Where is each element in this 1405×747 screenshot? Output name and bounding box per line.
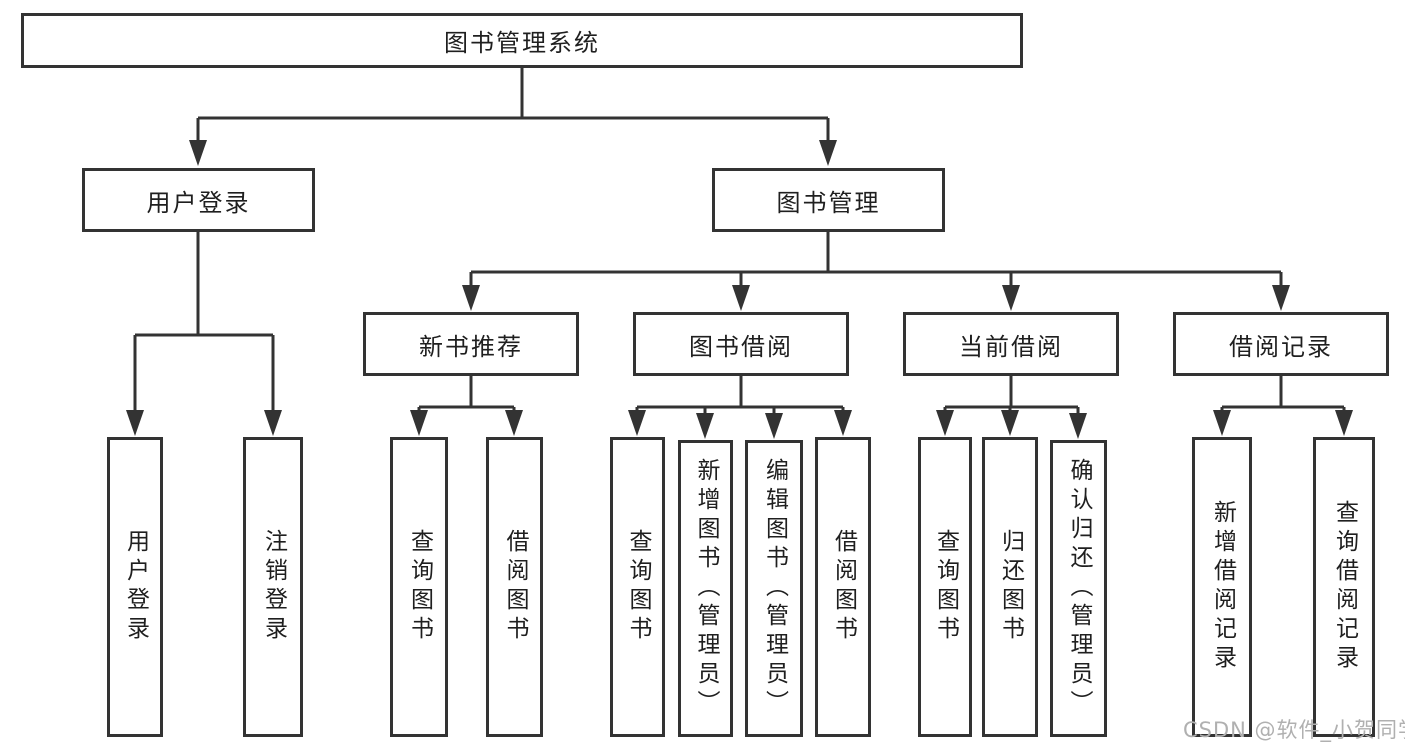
node-user-login: 用户登录	[82, 168, 315, 232]
node-borrowing-records: 借阅记录	[1173, 312, 1389, 376]
arrowhead	[189, 140, 207, 166]
connector-bookborrow-to-leaves	[628, 376, 852, 439]
node-book-borrowing: 图书借阅	[633, 312, 849, 376]
arrowhead	[505, 410, 523, 436]
leaf-add-borrow-record: 新增借阅记录	[1192, 437, 1252, 737]
node-new-book-recommend: 新书推荐	[363, 312, 579, 376]
watermark: CSDN @软件_小贺同学	[1183, 718, 1405, 742]
leaf-query-borrow-record: 查询借阅记录	[1313, 437, 1375, 737]
arrowhead	[1001, 410, 1019, 436]
node-book-management: 图书管理	[712, 168, 945, 232]
connector-currentborrow-to-leaves	[936, 376, 1087, 439]
leaf-confirm-return-admin: 确认归还（管理员）	[1050, 440, 1107, 737]
node-current-borrowing: 当前借阅	[903, 312, 1119, 376]
arrowhead	[462, 285, 480, 311]
arrowhead	[264, 410, 282, 436]
arrowhead	[1213, 410, 1231, 436]
arrowhead	[1069, 413, 1087, 439]
node-library-system: 图书管理系统	[21, 13, 1023, 68]
leaf-query-books-2: 查询图书	[610, 437, 665, 737]
arrowhead	[765, 413, 783, 439]
leaf-add-books-admin: 新增图书（管理员）	[678, 440, 733, 737]
leaf-edit-books-admin: 编辑图书（管理员）	[745, 440, 803, 737]
leaf-user-login: 用户登录	[107, 437, 163, 737]
arrowhead	[819, 140, 837, 166]
arrowhead	[732, 285, 750, 311]
arrowhead	[410, 410, 428, 436]
leaf-borrow-books-1: 借阅图书	[486, 437, 543, 737]
arrowhead	[1272, 285, 1290, 311]
connector-newbookrec-to-leaves	[410, 376, 523, 436]
connector-borrowrecord-to-leaves	[1213, 376, 1353, 436]
arrowhead	[1002, 285, 1020, 311]
arrowhead	[628, 410, 646, 436]
leaf-query-books-1: 查询图书	[390, 437, 448, 737]
leaf-borrow-books-2: 借阅图书	[815, 437, 871, 737]
arrowhead	[696, 413, 714, 439]
arrowhead	[1335, 410, 1353, 436]
connector-userlogin-to-leaves	[126, 232, 282, 436]
leaf-return-books: 归还图书	[982, 437, 1038, 737]
leaf-logout: 注销登录	[243, 437, 303, 737]
arrowhead	[834, 410, 852, 436]
arrowhead	[936, 410, 954, 436]
connector-bookmgmt-to-level2	[462, 232, 1290, 311]
arrowhead	[126, 410, 144, 436]
leaf-query-books-3: 查询图书	[918, 437, 972, 737]
connector-root-to-level1	[189, 68, 837, 166]
